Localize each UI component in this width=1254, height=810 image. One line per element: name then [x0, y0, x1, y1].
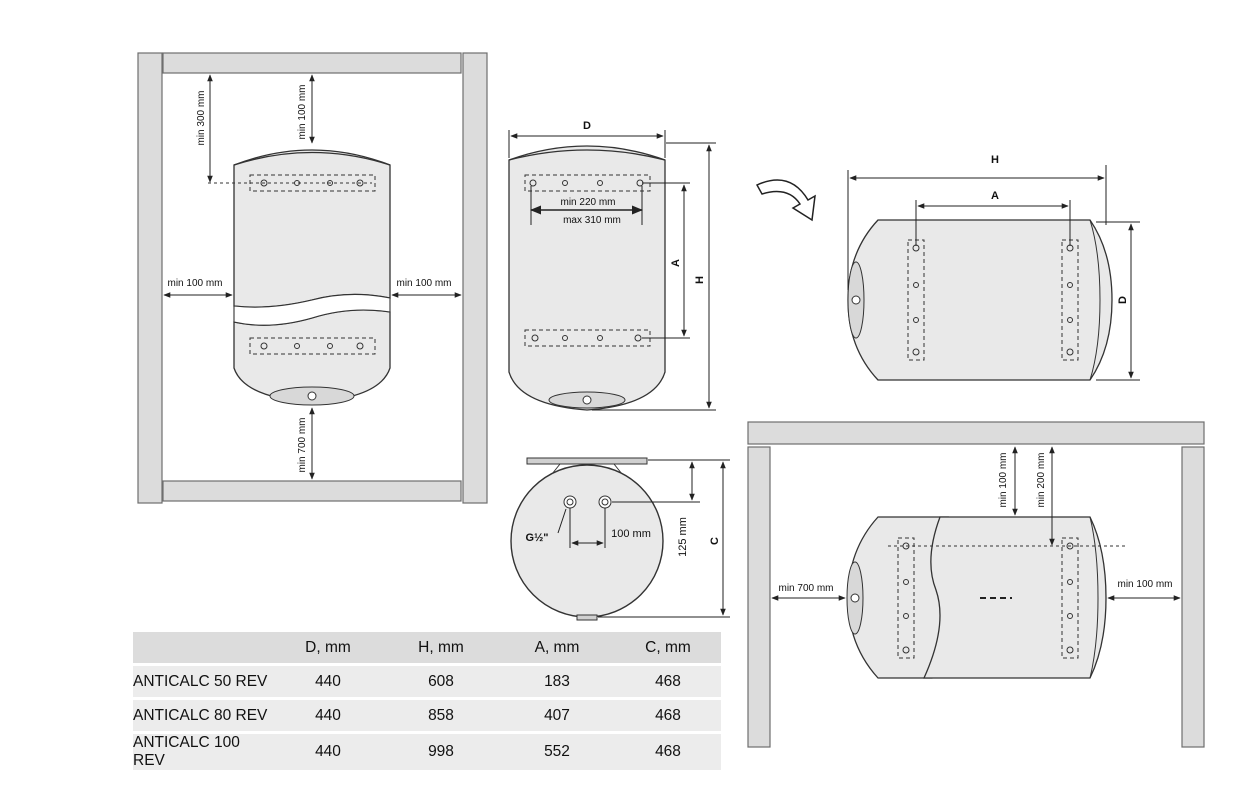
header-c: C, mm — [645, 638, 691, 656]
label-vertical-right-100: min 100 mm — [396, 278, 451, 289]
cell-h: 608 — [428, 672, 454, 690]
cell-c: 468 — [655, 672, 681, 690]
cell-c: 468 — [655, 743, 681, 760]
horizontal-installation: min 100 mm min 200 mm min 700 mm min 100… — [747, 421, 1205, 748]
floor — [162, 480, 462, 502]
cell-model: ANTICALC 50 REV — [133, 672, 268, 690]
label-horizontal-d: D — [1117, 296, 1129, 304]
label-horizontal-a: A — [991, 190, 999, 202]
wall-right — [462, 52, 488, 504]
cell-h: 998 — [428, 743, 454, 760]
label-h-top-100: min 100 mm — [998, 452, 1009, 507]
label-h-top-200: min 200 mm — [1036, 452, 1047, 507]
table-row: ANTICALC 100 REV 440 998 552 468 — [133, 732, 721, 770]
table-row: ANTICALC 50 REV 440 608 183 468 — [133, 664, 721, 699]
label-vertical-bottom-700: min 700 mm — [297, 417, 308, 472]
cell-d: 440 — [315, 672, 341, 690]
h-ceiling — [747, 421, 1205, 445]
label-h-right-100: min 100 mm — [1117, 579, 1172, 590]
label-thread: G½" — [526, 532, 549, 544]
label-vertical-top-100: min 100 mm — [297, 84, 308, 139]
cell-d: 440 — [315, 743, 341, 760]
cell-d: 440 — [315, 706, 341, 724]
label-bracket-max: max 310 mm — [563, 215, 621, 226]
horizontal-heater-view: H A D — [847, 154, 1140, 381]
label-dim-c: C — [709, 537, 721, 545]
h-wall-right — [1181, 446, 1205, 748]
label-vertical-left-100: min 100 mm — [167, 278, 222, 289]
rotate-arrow-icon — [755, 179, 816, 222]
vertical-heater — [233, 149, 391, 406]
label-front-d: D — [583, 120, 591, 132]
header-a: A, mm — [534, 638, 580, 656]
h-wall-left — [747, 446, 771, 748]
label-bracket-min: min 220 mm — [560, 197, 615, 208]
pipe-right — [598, 495, 612, 509]
vertical-installation: min 300 mm min 100 mm min 100 mm min 100… — [137, 52, 488, 504]
top-view: G½" 100 mm 125 mm C — [510, 457, 730, 621]
label-vertical-top-300: min 300 mm — [196, 90, 207, 145]
header-d: D, mm — [305, 638, 351, 656]
spec-table-header: D, mm H, mm A, mm C, mm — [133, 632, 721, 665]
table-row: ANTICALC 80 REV 440 858 407 468 — [133, 698, 721, 733]
label-h-left-700: min 700 mm — [778, 583, 833, 594]
cell-a: 183 — [544, 672, 570, 690]
cell-model: ANTICALC 100 REV — [133, 734, 240, 769]
spec-table: D, mm H, mm A, mm C, mm ANTICALC 50 REV … — [133, 632, 721, 770]
front-view: D min 220 mm max 310 mm A H — [508, 120, 716, 411]
cell-model: ANTICALC 80 REV — [133, 706, 268, 724]
header-model — [133, 632, 273, 665]
label-front-a: A — [670, 259, 682, 267]
ceiling — [162, 52, 462, 74]
label-offset: 125 mm — [677, 517, 689, 557]
wall-left — [137, 52, 163, 504]
header-h: H, mm — [418, 638, 464, 656]
label-front-h: H — [694, 276, 706, 284]
cell-c: 468 — [655, 706, 681, 724]
cell-a: 552 — [544, 743, 570, 760]
label-horizontal-h: H — [991, 154, 999, 166]
cell-h: 858 — [428, 706, 454, 724]
pipe-left — [563, 495, 577, 509]
cell-a: 407 — [544, 706, 570, 724]
label-pipe-spacing: 100 mm — [611, 528, 651, 540]
